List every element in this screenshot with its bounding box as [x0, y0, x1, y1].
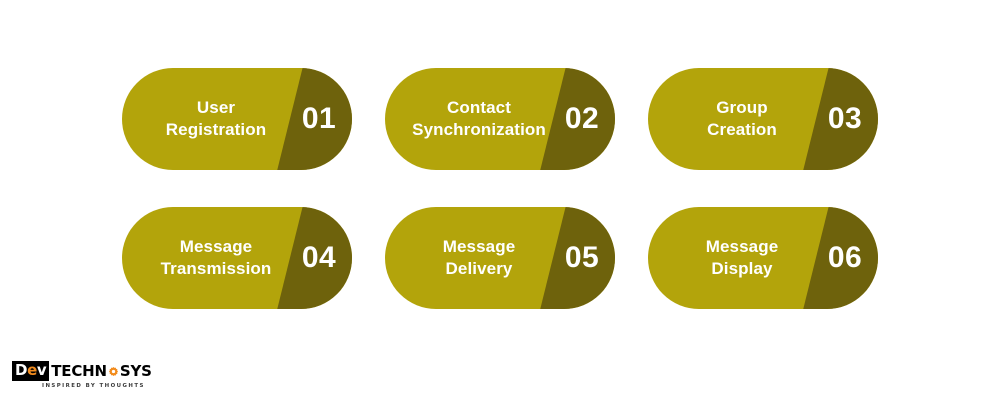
logo-word-part1: TECHN: [51, 361, 107, 380]
step-label: Group Creation: [707, 97, 777, 139]
logo-tagline: INSPIRED BY THOUGHTS: [42, 383, 145, 389]
step-number: 01: [301, 102, 337, 135]
logo-dev-mark: Dev: [12, 361, 50, 381]
logo-dev-prefix: D: [15, 361, 28, 379]
step-number: 03: [827, 102, 863, 135]
step-pill[interactable]: Message Transmission 04: [122, 207, 352, 309]
gear-icon: [108, 366, 119, 377]
step-label: Message Delivery: [442, 236, 516, 278]
step-label: Message Transmission: [160, 236, 272, 278]
step-number: 02: [564, 102, 600, 135]
step-label: User Registration: [165, 97, 267, 139]
step-pill[interactable]: Message Display 06: [648, 207, 878, 309]
logo-dev-suffix: v: [36, 361, 47, 379]
brand-logo: Dev TECHN SYS INSPIRED BY THOUGHTS: [12, 361, 152, 389]
logo-dev-accent: e: [27, 361, 37, 379]
step-number: 04: [301, 241, 337, 274]
step-pill[interactable]: User Registration 01: [122, 68, 352, 170]
process-steps-grid: User Registration 01 Contact Synchroniza…: [122, 68, 878, 309]
step-pill[interactable]: Message Delivery 05: [385, 207, 615, 309]
step-label: Message Display: [705, 236, 779, 278]
step-pill[interactable]: Group Creation 03: [648, 68, 878, 170]
step-number: 05: [564, 241, 600, 274]
step-pill[interactable]: Contact Synchronization 02: [385, 68, 615, 170]
step-label: Contact Synchronization: [412, 97, 546, 139]
logo-wordmark: TECHN SYS: [51, 361, 152, 380]
step-number: 06: [827, 241, 863, 274]
logo-word-part2: SYS: [119, 361, 152, 380]
logo-wordmark-row: Dev TECHN SYS: [12, 361, 152, 381]
